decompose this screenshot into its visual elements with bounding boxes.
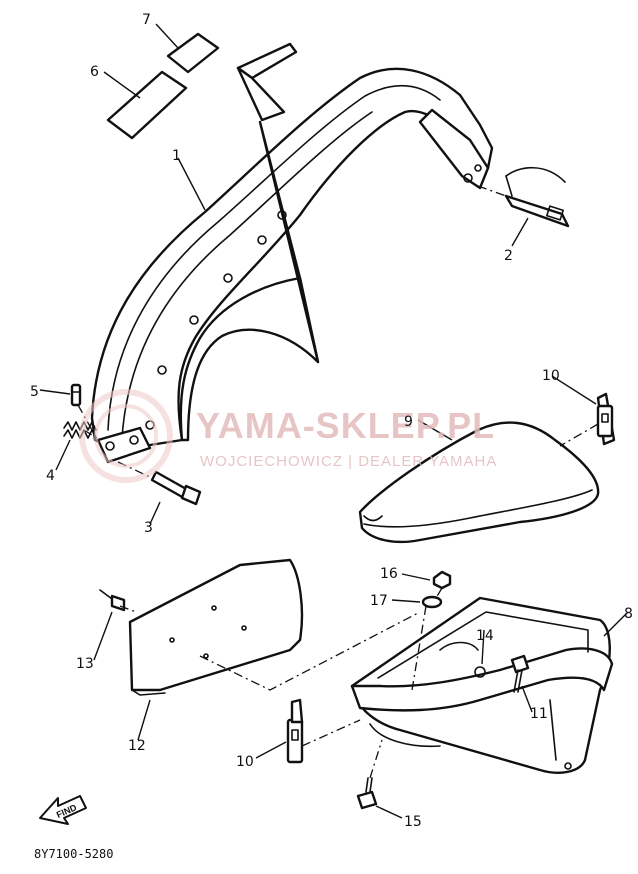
callout-14: 14 [476, 628, 494, 644]
callout-10-lower: 10 [236, 754, 254, 770]
callout-6: 6 [90, 64, 99, 80]
small-bolt-part [70, 383, 82, 407]
emblem-large-part [106, 70, 188, 140]
callout-15: 15 [404, 814, 422, 830]
bracket-upper-part [596, 392, 616, 446]
screw-part [99, 589, 126, 612]
callout-12: 12 [128, 738, 146, 754]
callout-numbers: 1 2 3 4 5 6 7 8 9 10 10 11 12 13 14 15 1… [30, 12, 633, 830]
rear-fender-part [90, 42, 494, 464]
bracket-lower-part [286, 698, 304, 764]
side-panel-part [128, 558, 304, 696]
nut-part [432, 570, 452, 590]
battery-box-part [350, 596, 614, 774]
callout-11: 11 [530, 706, 548, 722]
bolt-11-part [510, 654, 530, 693]
washer-part [421, 595, 443, 609]
callout-13: 13 [76, 656, 94, 672]
find-arrow-icon: FIND [39, 795, 87, 825]
watermark-logo [79, 389, 173, 483]
callout-10-upper: 10 [542, 368, 560, 384]
leader-lines [39, 23, 629, 819]
side-cover-part [358, 421, 600, 544]
emblem-small-part [166, 32, 220, 74]
callout-2: 2 [504, 248, 513, 264]
drawing-code: 8Y7100-5280 [34, 847, 113, 861]
callout-1: 1 [172, 148, 181, 164]
callout-9: 9 [404, 414, 413, 430]
bolt-part [150, 470, 202, 506]
watermark-subtitle: WOJCIECHOWICZ | DEALER YAMAHA [200, 453, 497, 470]
callout-7: 7 [142, 12, 151, 28]
callout-5: 5 [30, 384, 39, 400]
callout-17: 17 [370, 593, 388, 609]
callout-3: 3 [144, 520, 153, 536]
watermark-brand: YAMA-SKLEP.PL [196, 405, 495, 446]
bolt-15-part [356, 777, 378, 810]
callout-16: 16 [380, 566, 398, 582]
callout-8: 8 [624, 606, 633, 622]
clip-part [504, 167, 570, 228]
callout-4: 4 [46, 468, 55, 484]
